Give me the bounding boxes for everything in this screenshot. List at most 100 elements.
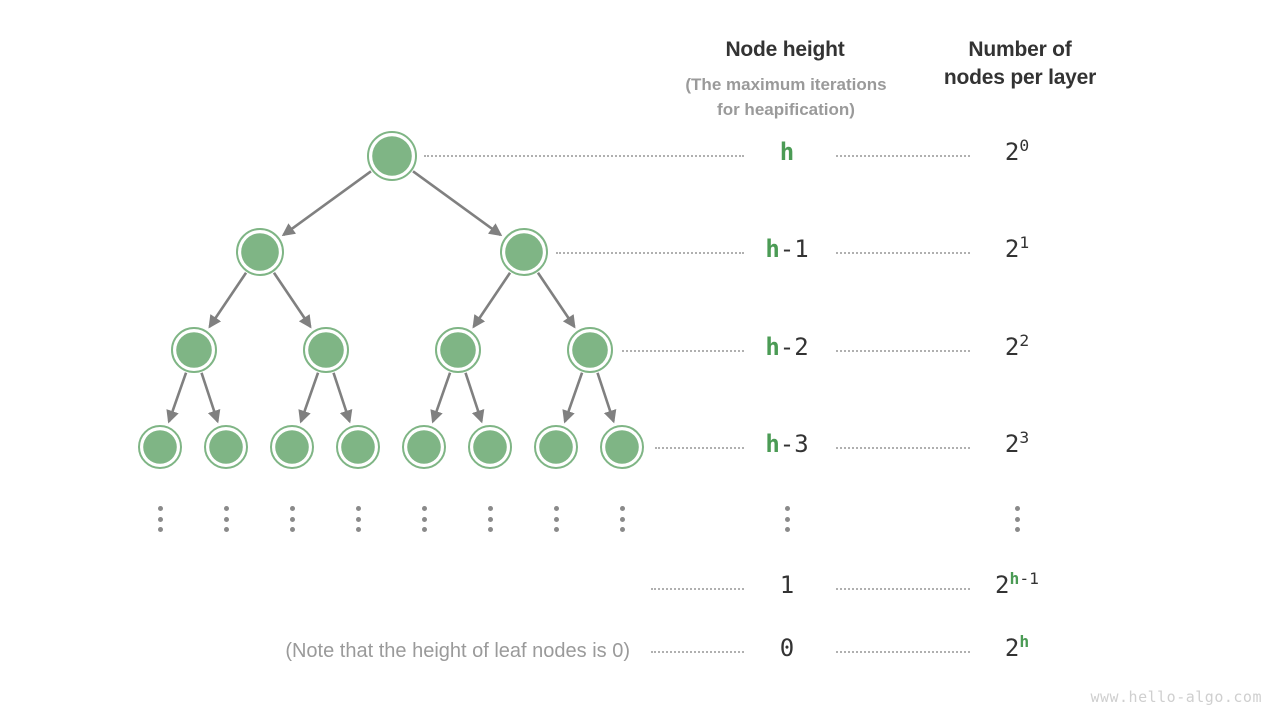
count-column-ellipsis [1013,506,1021,532]
dot [289,527,295,532]
tree-edge [596,372,617,424]
tree-column-ellipsis [618,506,626,532]
tree-column-ellipsis [354,506,362,532]
tree-column-ellipsis [288,506,296,532]
node-fill [440,332,476,368]
dot [1014,516,1020,522]
node-fill [372,136,412,176]
tree-edge [166,372,188,424]
height-column-ellipsis [783,506,791,532]
tree-node [600,425,644,469]
node-fill [539,430,573,464]
node-outer-ring [600,425,644,469]
nodes-per-layer-value: 2h [1004,632,1030,662]
column-header-line-1: Number of [968,38,1072,61]
nodes-per-layer-value: 23 [1004,428,1030,458]
dot [355,527,361,532]
node-fill [176,332,212,368]
node-height-value: 0 [779,634,795,662]
tree-node [402,425,446,469]
tree-edge [430,372,452,424]
tree-edge [412,170,503,237]
node-height-value: h-1 [765,235,809,263]
dotted-leader-left [651,651,744,653]
node-fill [605,430,639,464]
node-inner-ring [206,427,246,467]
node-inner-ring [238,230,282,274]
tree-node [270,425,314,469]
node-fill [275,430,309,464]
tree-column-ellipsis [552,506,560,532]
dotted-leader-right [836,588,970,590]
node-outer-ring [500,228,548,276]
dot [421,527,427,532]
dot [223,527,229,532]
tree-edge [464,372,485,424]
dot [619,516,625,522]
node-height-value: h-2 [765,333,809,361]
node-outer-ring [468,425,512,469]
tree-node [367,131,417,181]
node-outer-ring [534,425,578,469]
node-fill [572,332,608,368]
dot [289,506,295,511]
tree-edge [562,372,584,424]
dotted-leader-left [424,155,744,157]
dot [289,516,295,522]
node-inner-ring [502,230,546,274]
dot [784,516,790,522]
nodes-per-layer-value: 21 [1004,233,1030,263]
node-inner-ring [470,427,510,467]
column-subtitle-line-2: for heapification) [717,100,855,119]
tree-column-ellipsis [156,506,164,532]
tree-node [336,425,380,469]
dotted-leader-right [836,155,970,157]
node-inner-ring [173,329,215,371]
node-outer-ring [567,327,613,373]
node-inner-ring [305,329,347,371]
node-inner-ring [272,427,312,467]
tree-column-ellipsis [420,506,428,532]
tree-edge [298,372,320,424]
tree-edge [281,170,372,237]
node-fill [308,332,344,368]
dotted-leader-right [836,651,970,653]
tree-column-ellipsis [486,506,494,532]
tree-edge [208,272,248,329]
dotted-leader-left [655,447,744,449]
tree-column-ellipsis [222,506,230,532]
column-header-node-height: Node height [725,38,845,61]
tree-edge [536,272,576,329]
node-height-value: h [779,138,795,166]
column-header-nodes-per-layer: Number of nodes per layer [900,36,1140,92]
node-fill [473,430,507,464]
column-subtitle-line-1: (The maximum iterations [685,75,887,94]
node-outer-ring [236,228,284,276]
tree-node [500,228,548,276]
nodes-per-layer-value: 22 [1004,331,1030,361]
dot [784,506,790,511]
node-inner-ring [404,427,444,467]
dot [157,527,163,532]
tree-node [236,228,284,276]
tree-node [534,425,578,469]
tree-node [303,327,349,373]
dotted-leader-left [556,252,744,254]
node-outer-ring [204,425,248,469]
node-outer-ring [367,131,417,181]
dot [619,506,625,511]
node-height-value: 1 [779,571,795,599]
node-outer-ring [270,425,314,469]
dot [784,527,790,532]
column-header-line-2: nodes per layer [943,66,1097,89]
leaf-height-note: (Note that the height of leaf nodes is 0… [285,640,630,662]
dot [421,506,427,511]
nodes-per-layer-value: 2h-1 [995,569,1039,599]
node-outer-ring [303,327,349,373]
dot [355,516,361,522]
tree-node [171,327,217,373]
node-outer-ring [402,425,446,469]
tree-node [435,327,481,373]
tree-edge [472,272,512,329]
dot [157,516,163,522]
